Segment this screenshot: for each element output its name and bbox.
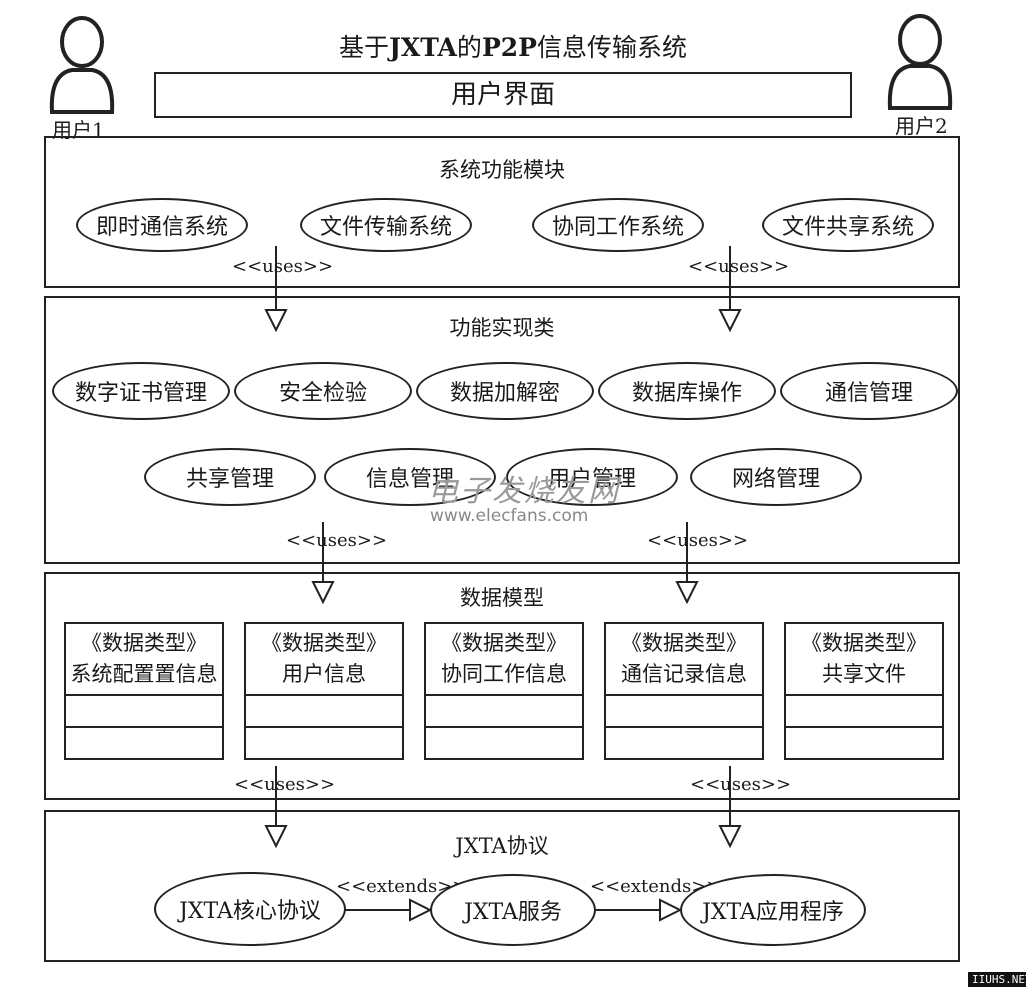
implementation-ellipse: 网络管理 [690,448,862,506]
uses-arrow [718,766,742,849]
data-type-stereotype: 《数据类型》 [261,631,387,655]
watermark-brand: 电子发烧友网 [428,474,620,509]
user-icon [49,16,115,114]
user-1-label: 用户1 [52,118,105,142]
module-ellipse: 文件共享系统 [762,198,934,252]
data-model-title: 数据模型 [460,586,544,610]
data-type-box: 《数据类型》通信记录信息 [604,622,764,760]
implementation-ellipse: 通信管理 [780,362,958,420]
implementation-ellipse: 共享管理 [144,448,316,506]
module-ellipse: 文件传输系统 [300,198,472,252]
extends-arrow [595,898,683,922]
user-2-label: 用户2 [895,114,948,138]
jxta-ellipse: JXTA服务 [430,874,596,946]
implementation-section: 功能实现类 数字证书管理 安全检验 数据加解密 数据库操作 通信管理 共享管理 … [44,296,960,564]
data-type-box: 《数据类型》系统配置置信息 [64,622,224,760]
uses-arrow [718,246,742,333]
extends-label: <<extends>> [336,876,468,897]
implementation-ellipse: 数字证书管理 [52,362,230,420]
implementation-ellipse: 数据加解密 [416,362,594,420]
data-type-name: 协同工作信息 [441,662,567,686]
data-type-stereotype: 《数据类型》 [801,631,927,655]
user-interface-box: 用户界面 [154,72,852,118]
corner-watermark: IIUHS.NET [968,972,1026,987]
module-ellipse: 即时通信系统 [76,198,248,252]
uses-arrow [264,766,288,849]
extends-label: <<extends>> [590,876,722,897]
implementation-title: 功能实现类 [449,316,555,340]
uses-label: <<uses>> [647,530,749,551]
data-type-name: 共享文件 [822,662,906,686]
implementation-ellipse: 安全检验 [234,362,412,420]
data-type-name: 通信记录信息 [621,662,747,686]
data-model-section: 数据模型 《数据类型》系统配置置信息 《数据类型》用户信息 《数据类型》协同工作… [44,572,960,800]
uses-arrow [264,246,288,333]
jxta-ellipse: JXTA核心协议 [154,872,346,946]
implementation-ellipse: 数据库操作 [598,362,776,420]
uses-label: <<uses>> [286,530,388,551]
watermark-url: www.elecfans.com [430,506,589,526]
uses-label: <<uses>> [234,774,336,795]
module-ellipse: 协同工作系统 [532,198,704,252]
data-type-box: 《数据类型》共享文件 [784,622,944,760]
extends-arrow [345,898,433,922]
jxta-ellipse: JXTA应用程序 [680,874,866,946]
uses-label: <<uses>> [690,774,792,795]
uses-label: <<uses>> [688,256,790,277]
implementation-ellipse: 信息管理 [324,448,496,506]
data-type-stereotype: 《数据类型》 [441,631,567,655]
diagram-title: 基于JXTA的P2P信息传输系统 [339,33,687,62]
uses-label: <<uses>> [232,256,334,277]
jxta-section: JXTA协议 <<extends>> <<extends>> [44,810,960,962]
system-modules-section: 系统功能模块 即时通信系统 文件传输系统 协同工作系统 文件共享系统 [44,136,960,288]
data-type-box: 《数据类型》用户信息 [244,622,404,760]
data-type-stereotype: 《数据类型》 [81,631,207,655]
data-type-name: 用户信息 [282,662,366,686]
jxta-title: JXTA协议 [455,834,549,858]
system-modules-title: 系统功能模块 [439,158,565,182]
implementation-ellipse: 用户管理 [506,448,678,506]
data-type-box: 《数据类型》协同工作信息 [424,622,584,760]
user-icon [887,14,953,110]
data-type-stereotype: 《数据类型》 [621,631,747,655]
data-type-name: 系统配置置信息 [70,662,218,686]
